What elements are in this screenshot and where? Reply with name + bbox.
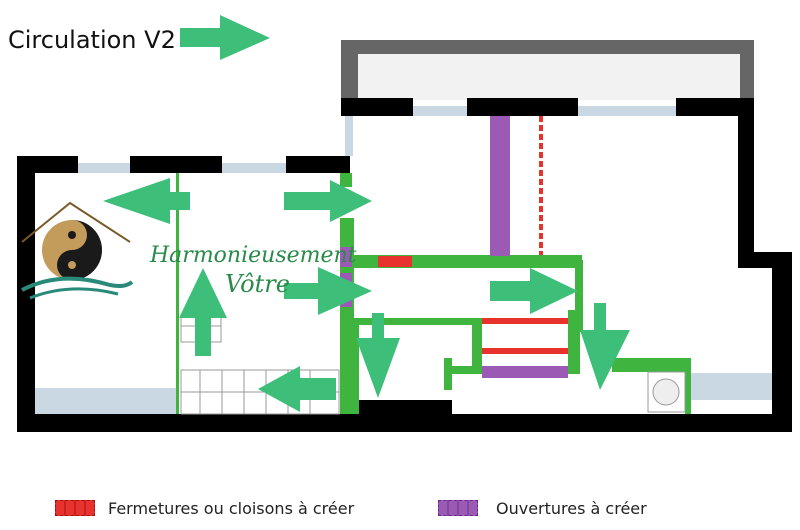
logo-line2: Vôtre [225, 270, 290, 298]
plan-title: Circulation V2 [8, 26, 176, 54]
arrow-down-icon [580, 303, 630, 390]
arrow-left-icon [103, 178, 190, 224]
arrow-right-icon [284, 267, 372, 315]
arrow-up-icon [179, 268, 227, 356]
arrow-down-icon [356, 313, 400, 398]
arrow-left-icon [258, 366, 336, 412]
legend-label-closures: Fermetures ou cloisons à créer [108, 499, 355, 518]
arrow-right-icon [284, 180, 372, 222]
legend-swatch-closures [55, 500, 95, 516]
arrow-right-icon [490, 268, 578, 314]
washing-machine-icon [647, 371, 686, 413]
windows [35, 106, 772, 414]
exterior-walls [17, 98, 792, 432]
title-arrow-icon [180, 15, 270, 60]
logo-line1: Harmonieusement [149, 243, 357, 268]
legend-label-openings: Ouvertures à créer [496, 499, 647, 518]
closures-to-create [378, 116, 568, 354]
annex-block [341, 40, 754, 100]
yin-yang-house-logo [21, 201, 134, 300]
legend-swatch-openings [438, 500, 478, 516]
circulation-arrows [103, 178, 630, 412]
